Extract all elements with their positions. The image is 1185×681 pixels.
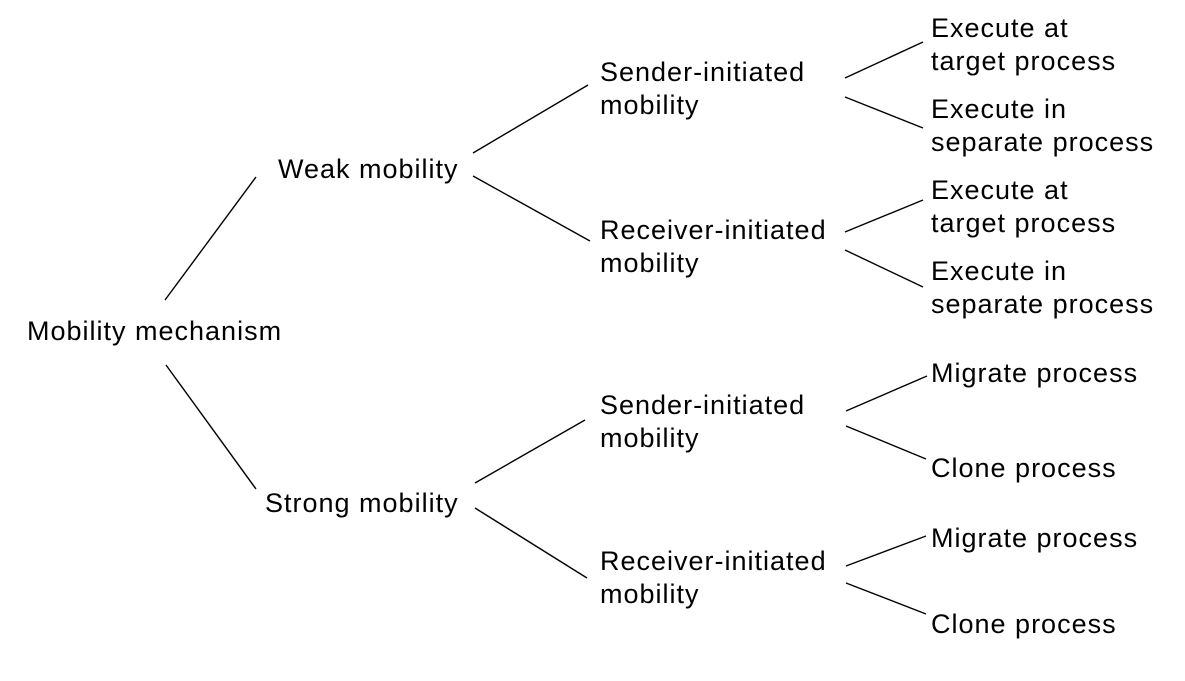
edge-weak-sender-to-leaf2 (844, 96, 924, 129)
node-strong-mobility: Strong mobility (265, 487, 459, 520)
node-label-line: Strong mobility (265, 488, 459, 518)
node-weak-receiver-initiated-mobility: Receiver-initiated mobility (600, 214, 827, 280)
leaf-strong-sender-clone-process: Clone process (931, 452, 1117, 485)
edge-strong-to-sender (474, 419, 586, 484)
node-label-line: separate process (931, 127, 1155, 157)
edge-weak-receiver-to-leaf1 (844, 199, 924, 233)
node-label-line: mobility (600, 579, 700, 609)
leaf-strong-receiver-clone-process: Clone process (931, 608, 1117, 641)
node-label-line: mobility (600, 90, 700, 120)
node-label-line: Execute in (931, 94, 1068, 124)
node-label-line: Clone process (931, 453, 1117, 483)
node-label-line: Receiver-initiated (600, 215, 827, 245)
node-mobility-mechanism: Mobility mechanism (27, 315, 282, 348)
node-label-line: Clone process (931, 609, 1117, 639)
edge-weak-to-receiver (472, 175, 591, 242)
leaf-weak-sender-execute-at-target-process: Execute at target process (931, 12, 1116, 78)
node-strong-sender-initiated-mobility: Sender-initiated mobility (600, 389, 805, 455)
edge-strong-sender-to-leaf1 (845, 375, 928, 412)
node-label-line: Sender-initiated (600, 57, 806, 87)
leaf-weak-sender-execute-in-separate-process: Execute in separate process (931, 93, 1154, 159)
edge-strong-sender-to-leaf2 (845, 425, 927, 460)
leaf-strong-sender-migrate-process: Migrate process (931, 357, 1138, 390)
node-weak-sender-initiated-mobility: Sender-initiated mobility (600, 56, 805, 122)
edge-weak-to-sender (472, 84, 589, 154)
node-label-line: target process (931, 208, 1117, 238)
edge-root-to-weak (164, 176, 257, 301)
leaf-weak-receiver-execute-at-target-process: Execute at target process (931, 174, 1116, 240)
edge-weak-sender-to-leaf1 (844, 41, 924, 79)
node-label-line: Migrate process (931, 358, 1139, 388)
edge-weak-receiver-to-leaf2 (844, 249, 924, 288)
node-label-line: mobility (600, 248, 700, 278)
edge-strong-receiver-to-leaf2 (845, 582, 927, 615)
node-label-line: Receiver-initiated (600, 546, 827, 576)
node-label-line: target process (931, 46, 1117, 76)
node-label-line: Migrate process (931, 523, 1139, 553)
node-weak-mobility: Weak mobility (278, 153, 459, 186)
node-label-line: Execute at (931, 175, 1069, 205)
leaf-strong-receiver-migrate-process: Migrate process (931, 522, 1138, 555)
node-label-line: Execute in (931, 256, 1068, 286)
leaf-weak-receiver-execute-in-separate-process: Execute in separate process (931, 255, 1154, 321)
edge-strong-receiver-to-leaf1 (845, 535, 927, 567)
edge-strong-to-receiver (474, 507, 588, 579)
node-label-line: Execute at (931, 13, 1069, 43)
node-label-line: mobility (600, 423, 700, 453)
node-label-line: Mobility mechanism (27, 316, 283, 346)
node-label-line: Weak mobility (278, 154, 459, 184)
edge-root-to-strong (165, 364, 257, 490)
node-label-line: separate process (931, 289, 1155, 319)
node-strong-receiver-initiated-mobility: Receiver-initiated mobility (600, 545, 827, 611)
node-label-line: Sender-initiated (600, 390, 806, 420)
